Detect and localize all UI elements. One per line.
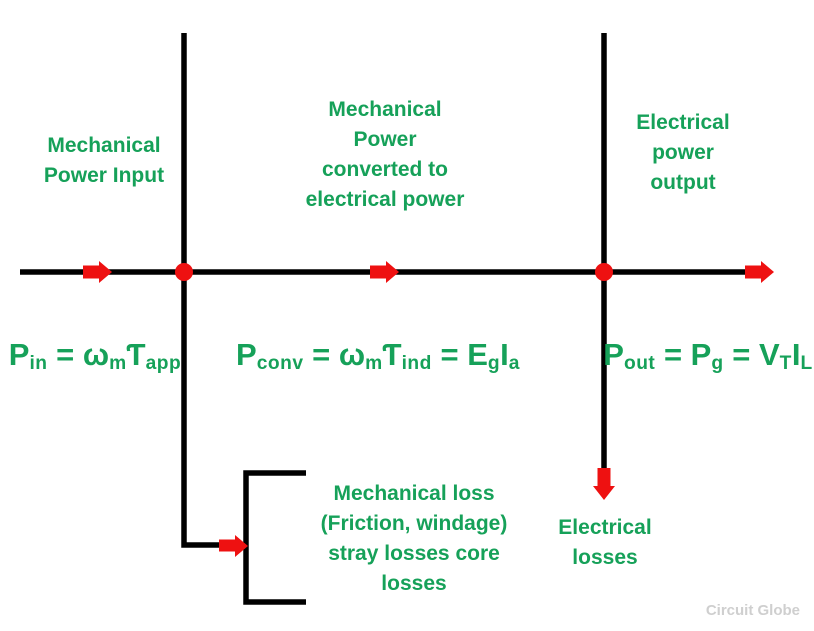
- electrical-losses-label: Electrical losses: [558, 516, 652, 569]
- output-flow-arrow-icon: [745, 261, 774, 283]
- mechanical-loss-arrow-icon: [219, 535, 248, 557]
- p-out-formula: Pout = Pg = VTIL: [603, 337, 813, 375]
- circuit-globe-watermark: Circuit Globe: [705, 602, 800, 619]
- electrical-loss-arrow-icon: [593, 468, 615, 500]
- mechanical-losses-label: Mechanical loss (Friction, windage) stra…: [320, 482, 508, 595]
- input-stage-line: [181, 33, 222, 548]
- p-conv-formula: Pconv = ωmƬind = EgIa: [236, 337, 520, 375]
- loss-bracket-line: [243, 470, 306, 605]
- converted-flow-arrow-icon: [370, 261, 399, 283]
- p-in-formula: Pin = ωmƬapp: [8, 337, 182, 375]
- left-junction-dot: [175, 263, 193, 281]
- mechanical-power-input-label: Mechanical Power Input: [43, 134, 165, 187]
- right-junction-dot: [595, 263, 613, 281]
- electrical-power-output-label: Electrical power output: [636, 111, 730, 194]
- input-flow-arrow-icon: [83, 261, 112, 283]
- mechanical-power-converted-label: Mechanical Power converted to electrical…: [305, 98, 465, 211]
